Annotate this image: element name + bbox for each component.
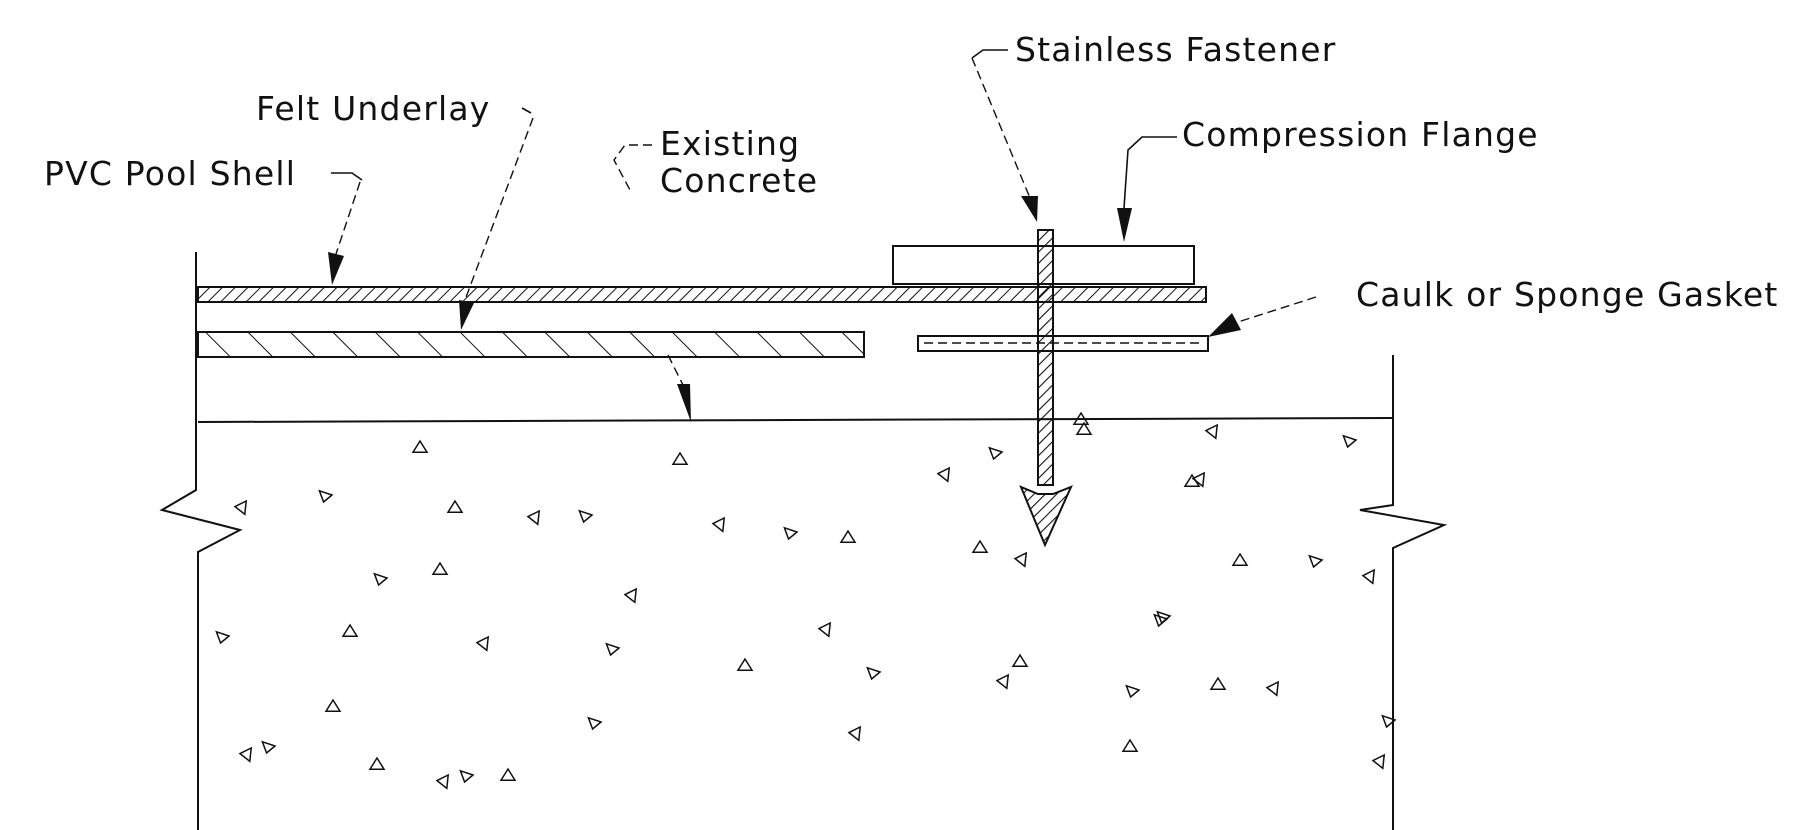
aggregate-triangle	[261, 740, 277, 755]
aggregate-triangle	[671, 451, 689, 465]
aggregate-triangle	[587, 716, 603, 731]
aggregate-triangle	[817, 621, 832, 638]
aggregate-triangle	[1013, 551, 1028, 568]
aggregate-triangle	[1072, 411, 1090, 425]
aggregate-triangle	[971, 539, 989, 553]
aggregate-triangle	[1125, 684, 1141, 699]
aggregate-triangle	[368, 756, 386, 770]
aggregate-triangle	[1075, 421, 1093, 435]
aggregate-triangle	[995, 673, 1010, 690]
aggregate-triangle	[1342, 434, 1358, 449]
aggregate-triangle	[411, 439, 429, 453]
aggregate-triangle	[847, 725, 862, 742]
aggregate-triangle	[446, 499, 464, 513]
aggregate-triangle	[459, 769, 475, 784]
aggregate-triangle	[711, 516, 726, 533]
aggregate-triangle	[866, 666, 882, 681]
aggregate-triangle	[435, 773, 450, 790]
felt-underlay-layer	[197, 331, 865, 358]
aggregate-triangle	[431, 561, 449, 575]
aggregate-triangle	[1231, 552, 1249, 566]
stainless-fastener-label: Stainless Fastener	[1015, 30, 1337, 69]
aggregate-triangle	[1371, 753, 1386, 770]
aggregate-triangle	[988, 446, 1004, 461]
aggregate-triangle	[1011, 653, 1029, 667]
aggregate-triangle	[1156, 610, 1172, 625]
aggregate-triangle	[736, 657, 754, 671]
aggregate-triangle	[605, 642, 621, 657]
aggregate-triangle	[1361, 568, 1376, 585]
existing-concrete-label-line2: Concrete	[660, 161, 818, 200]
aggregate-triangle	[1191, 471, 1206, 488]
aggregate-triangle	[1308, 554, 1324, 569]
aggregate-triangle	[936, 466, 951, 483]
aggregate-triangle	[1381, 714, 1397, 729]
pvc-pool-shell-callout: PVC Pool Shell	[44, 154, 363, 285]
aggregate-triangle	[623, 587, 638, 604]
caulk-gasket-callout: Caulk or Sponge Gasket	[1208, 275, 1779, 337]
compression-flange-callout: Compression Flange	[1117, 115, 1539, 242]
aggregate-triangle	[373, 572, 389, 587]
aggregate-triangle	[1121, 738, 1139, 752]
aggregate-triangle	[324, 698, 342, 712]
felt-underlay-callout: Felt Underlay	[256, 89, 534, 330]
aggregate-triangle	[233, 499, 248, 516]
caulk-gasket-strip	[917, 335, 1209, 352]
aggregate-triangle	[1265, 680, 1280, 697]
aggregate-triangle	[578, 509, 594, 524]
caulk-gasket-label: Caulk or Sponge Gasket	[1356, 275, 1779, 314]
aggregate-triangle	[499, 767, 517, 781]
aggregate-triangle	[1209, 676, 1227, 690]
existing-concrete-callout: Existing Concrete	[613, 124, 818, 422]
stainless-fastener-bolt	[1019, 229, 1073, 548]
aggregate-triangle	[783, 526, 799, 541]
aggregate-triangle	[318, 489, 334, 504]
aggregate-triangle	[1204, 423, 1219, 440]
aggregate-triangle	[215, 630, 231, 645]
aggregate-triangle	[341, 623, 359, 637]
aggregate-triangle	[526, 509, 541, 526]
pvc-pool-shell-layer	[197, 286, 1207, 303]
aggregate-triangle	[475, 635, 490, 652]
pvc-pool-shell-label: PVC Pool Shell	[44, 154, 296, 193]
aggregate-triangle	[238, 746, 253, 763]
stainless-fastener-callout: Stainless Fastener	[971, 30, 1337, 222]
aggregate-triangle	[839, 529, 857, 543]
felt-underlay-label: Felt Underlay	[256, 89, 490, 128]
existing-concrete-label-line1: Existing	[660, 124, 800, 163]
concrete-aggregate	[215, 411, 1397, 790]
compression-flange-label: Compression Flange	[1182, 115, 1539, 154]
concrete-slab	[159, 252, 1448, 830]
